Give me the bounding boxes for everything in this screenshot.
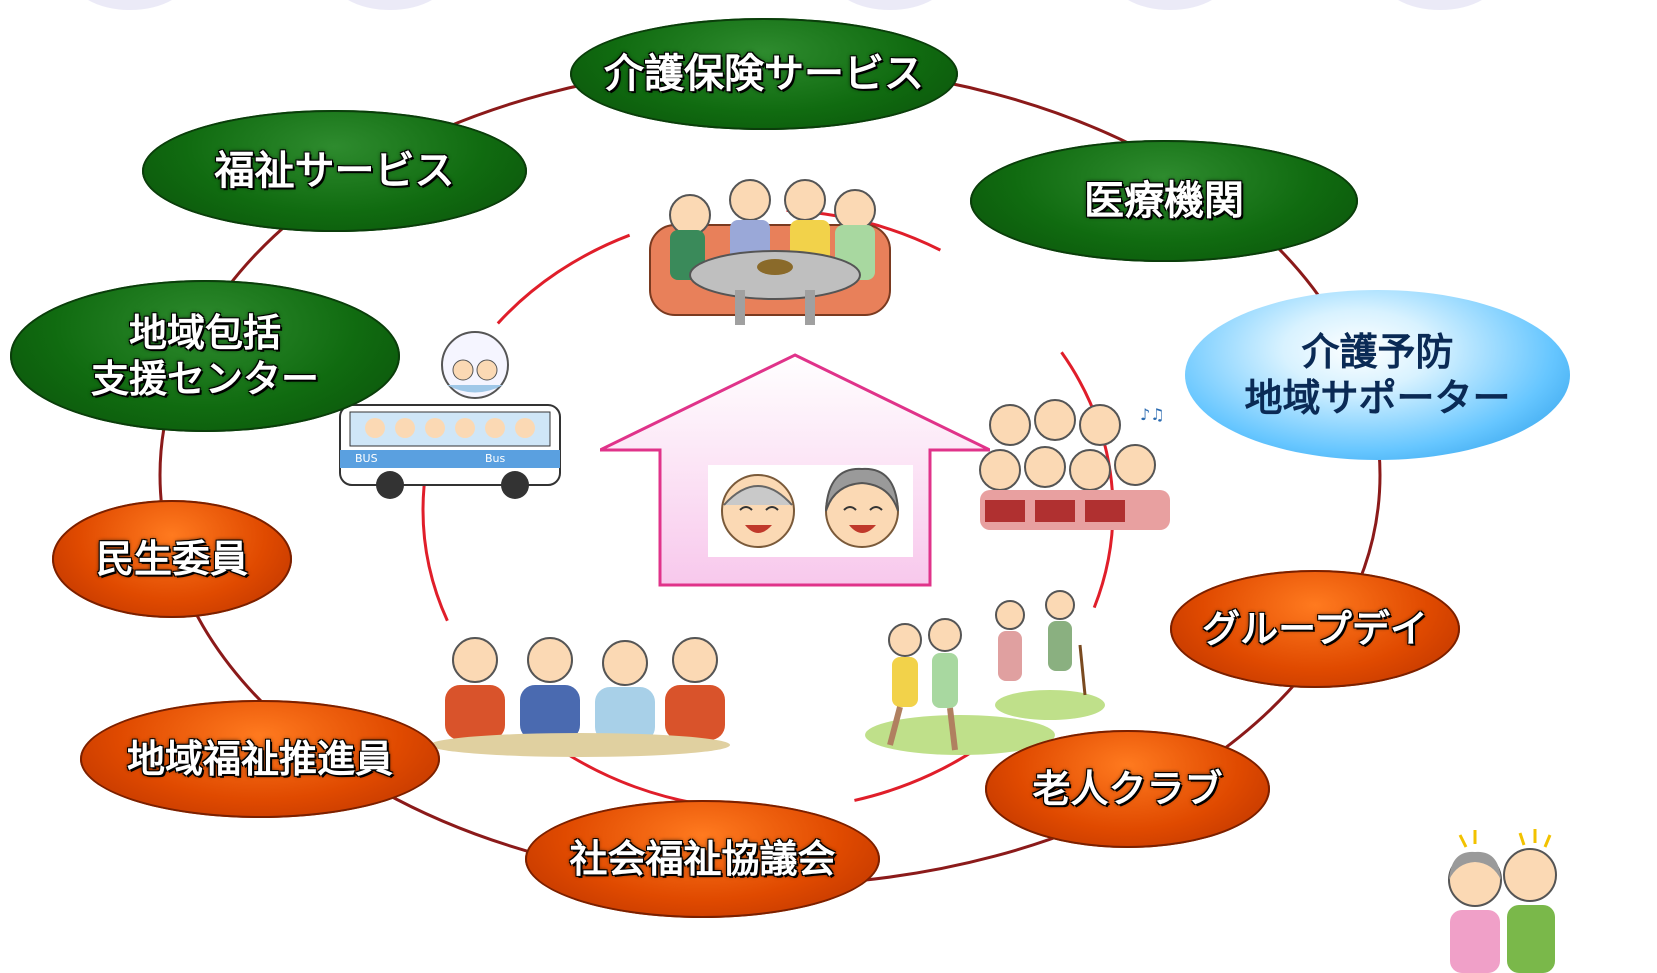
sofa-gathering-illustration [649, 179, 891, 325]
top-bubble [830, 0, 950, 10]
couple-corner-illustration [1448, 829, 1557, 973]
svg-text:♪♫: ♪♫ [1140, 405, 1165, 424]
node-label: 老人クラブ [1032, 766, 1223, 811]
grandpa-face-icon [721, 474, 795, 548]
top-bubble [1110, 0, 1230, 10]
node-label: 民生委員 [95, 536, 248, 581]
node-shakai-fukushi: 社会福祉協議会 [525, 800, 880, 918]
node-iryo-kikan: 医療機関 [970, 140, 1358, 262]
node-label: 医療機関 [1084, 177, 1244, 224]
bus-side-label: Bus [485, 452, 506, 465]
singing-group-illustration: ♪♫ [979, 399, 1170, 530]
node-minsei-iin: 民生委員 [52, 500, 292, 618]
node-chiiki-houkatsu: 地域包括 支援センター [10, 280, 400, 432]
node-label: 介護予防 地域サポーター [1244, 329, 1511, 420]
bus-sign: BUS [355, 452, 378, 465]
house-arrow [600, 353, 990, 587]
walking-group-illustration [865, 590, 1105, 755]
node-label: 地域包括 支援センター [90, 310, 319, 401]
node-kaigo-yobou: 介護予防 地域サポーター [1185, 290, 1570, 460]
top-bubble [330, 0, 450, 10]
node-label: 地域福祉推進員 [126, 736, 393, 781]
bus-illustration: BUS Bus [339, 331, 561, 499]
node-chiiki-fukushi: 地域福祉推進員 [80, 700, 440, 818]
top-bubble [1380, 0, 1500, 10]
node-label: グループデイ [1202, 606, 1428, 651]
top-bubble [70, 0, 190, 10]
node-fukushi-service: 福祉サービス [142, 110, 527, 232]
node-kaigo-hoken-service: 介護保険サービス [570, 18, 958, 130]
node-label: 社会福祉協議会 [569, 836, 836, 881]
node-roujin-club: 老人クラブ [985, 730, 1270, 848]
node-group-day: グループデイ [1170, 570, 1460, 688]
node-label: 福祉サービス [214, 147, 455, 194]
node-label: 介護保険サービス [604, 50, 924, 97]
sitting-group-illustration [430, 637, 730, 757]
grandma-face-icon [825, 467, 899, 548]
